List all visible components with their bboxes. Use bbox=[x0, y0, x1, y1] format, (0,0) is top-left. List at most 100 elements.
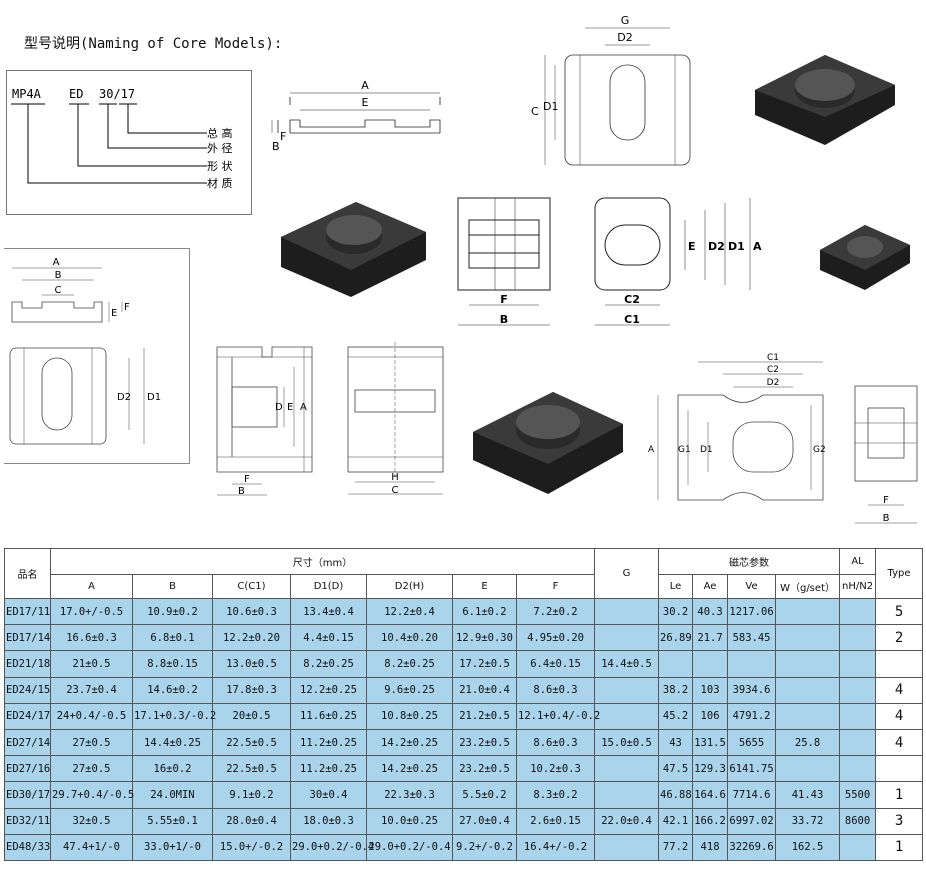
table-cell: 21±0.5 bbox=[50, 650, 133, 678]
header-al: AL bbox=[839, 548, 877, 575]
label-c1: C1 bbox=[624, 313, 640, 326]
table-cell: 9.6±0.25 bbox=[366, 676, 453, 704]
label-e: E bbox=[111, 308, 117, 319]
table-cell: 27±0.5 bbox=[50, 755, 133, 783]
label-a: A bbox=[753, 240, 762, 253]
table-cell: 29.7+0.4/-0.5 bbox=[50, 781, 134, 809]
table-cell: 12.9±0.30 bbox=[452, 624, 517, 652]
table-cell: 16±0.2 bbox=[132, 755, 213, 783]
cell-model-name: ED21/18 bbox=[4, 650, 51, 678]
table-cell: 8.6±0.3 bbox=[515, 728, 596, 757]
code-part-size: 30/17 bbox=[99, 87, 135, 101]
drawing-side-view-2: F B bbox=[854, 385, 918, 524]
cell-type: 4 bbox=[875, 728, 924, 757]
core-3d-render-1 bbox=[755, 55, 895, 145]
table-cell: 11.6±0.25 bbox=[290, 702, 367, 730]
table-cell: 10.9±0.2 bbox=[132, 597, 213, 626]
cell-type: 1 bbox=[875, 781, 924, 809]
cell-model-name: ED32/11 bbox=[4, 807, 51, 835]
table-cell bbox=[775, 650, 841, 678]
table-cell: 3934.6 bbox=[727, 676, 777, 704]
label-d1: D1 bbox=[543, 100, 558, 113]
table-cell bbox=[594, 624, 660, 652]
core-spec-table: 品名 尺寸（mm） G 磁芯参数 AL Type A B C(C1) D1(D)… bbox=[4, 548, 924, 861]
table-cell bbox=[839, 624, 877, 652]
legend-diameter: 外 径 bbox=[207, 142, 233, 155]
label-c: C bbox=[531, 105, 539, 118]
label-c2: C2 bbox=[624, 293, 640, 306]
table-cell bbox=[839, 728, 877, 757]
label-a: A bbox=[648, 445, 655, 455]
legend-height: 总 高 bbox=[207, 126, 233, 140]
table-cell bbox=[594, 755, 660, 783]
table-cell: 15.0+/-0.2 bbox=[212, 833, 291, 861]
table-cell: 24+0.4/-0.5 bbox=[50, 702, 133, 730]
table-cell: 32±0.5 bbox=[50, 807, 133, 835]
label-d: D bbox=[275, 402, 283, 413]
table-cell: 29.0+0.2/-0.4 bbox=[290, 833, 374, 861]
table-cell: 24.0MIN bbox=[132, 781, 213, 809]
label-f: F bbox=[244, 474, 250, 485]
label-g2: G2 bbox=[813, 445, 826, 455]
table-cell bbox=[775, 702, 841, 730]
drawing-side-profile-1: A E B F bbox=[271, 79, 441, 153]
table-cell: 17.0+/-0.5 bbox=[50, 597, 133, 626]
table-cell bbox=[727, 650, 777, 678]
subheader: F bbox=[515, 574, 596, 599]
table-cell: 17.1+0.3/-0.2 bbox=[132, 702, 216, 730]
core-3d-render-4 bbox=[473, 392, 623, 494]
label-f: F bbox=[883, 495, 889, 506]
table-cell: 5.55±0.1 bbox=[132, 807, 213, 835]
label-d1: D1 bbox=[700, 445, 713, 455]
label-f: F bbox=[280, 130, 286, 143]
table-cell: 10.0±0.25 bbox=[366, 807, 453, 835]
label-a: A bbox=[300, 402, 307, 413]
table-cell: 22.5±0.5 bbox=[212, 728, 291, 757]
table-cell: 29.0+0.2/-0.4 bbox=[366, 833, 453, 861]
table-cell bbox=[839, 650, 877, 678]
table-cell: 6.1±0.2 bbox=[452, 597, 517, 626]
drawing-front-view-3: H C bbox=[347, 342, 444, 496]
table-cell: 8.8±0.15 bbox=[132, 650, 213, 678]
table-cell: 27.0±0.4 bbox=[452, 807, 517, 835]
table-cell: 6.4±0.15 bbox=[515, 650, 596, 678]
label-f: F bbox=[500, 293, 508, 306]
table-cell: 16.6±0.3 bbox=[50, 624, 133, 652]
table-cell: 21.0±0.4 bbox=[452, 676, 517, 704]
drawing-left-views: A B C E F D2 D1 bbox=[9, 257, 161, 445]
table-cell: 10.8±0.25 bbox=[366, 702, 453, 730]
table-cell: 5500 bbox=[839, 781, 877, 809]
drawing-front-view-1: F B bbox=[457, 197, 551, 326]
table-cell: 47.5 bbox=[658, 755, 694, 783]
table-cell: 13.0±0.5 bbox=[212, 650, 291, 678]
table-cell: 8.6±0.3 bbox=[515, 676, 596, 704]
label-d1: D1 bbox=[147, 392, 161, 403]
core-3d-render-2 bbox=[281, 202, 426, 297]
table-cell: 2.6±0.15 bbox=[515, 807, 596, 835]
table-cell: 22.0±0.4 bbox=[594, 807, 660, 835]
cell-type: 1 bbox=[875, 833, 924, 861]
header-g: G bbox=[594, 548, 660, 599]
table-cell: 27±0.5 bbox=[50, 728, 133, 757]
table-cell: 18.0±0.3 bbox=[290, 807, 367, 835]
subheader: Ae bbox=[692, 574, 729, 599]
table-cell: 9.1±0.2 bbox=[212, 781, 291, 809]
table-cell: 6141.75 bbox=[727, 755, 777, 783]
table-cell: 40.3 bbox=[692, 597, 729, 626]
subheader: D1(D) bbox=[290, 574, 367, 599]
label-c: C bbox=[55, 285, 62, 296]
table-cell: 12.2±0.4 bbox=[366, 597, 453, 626]
subheader: B bbox=[132, 574, 213, 599]
label-b: B bbox=[55, 270, 62, 281]
table-cell bbox=[839, 702, 877, 730]
cell-type: 4 bbox=[875, 676, 924, 704]
table-cell: 17.2±0.5 bbox=[452, 650, 517, 678]
code-part-material: MP4A bbox=[12, 87, 42, 101]
table-cell: 25.8 bbox=[775, 728, 841, 757]
table-cell: 166.2 bbox=[692, 807, 729, 835]
table-cell: 1217.06 bbox=[727, 597, 777, 626]
